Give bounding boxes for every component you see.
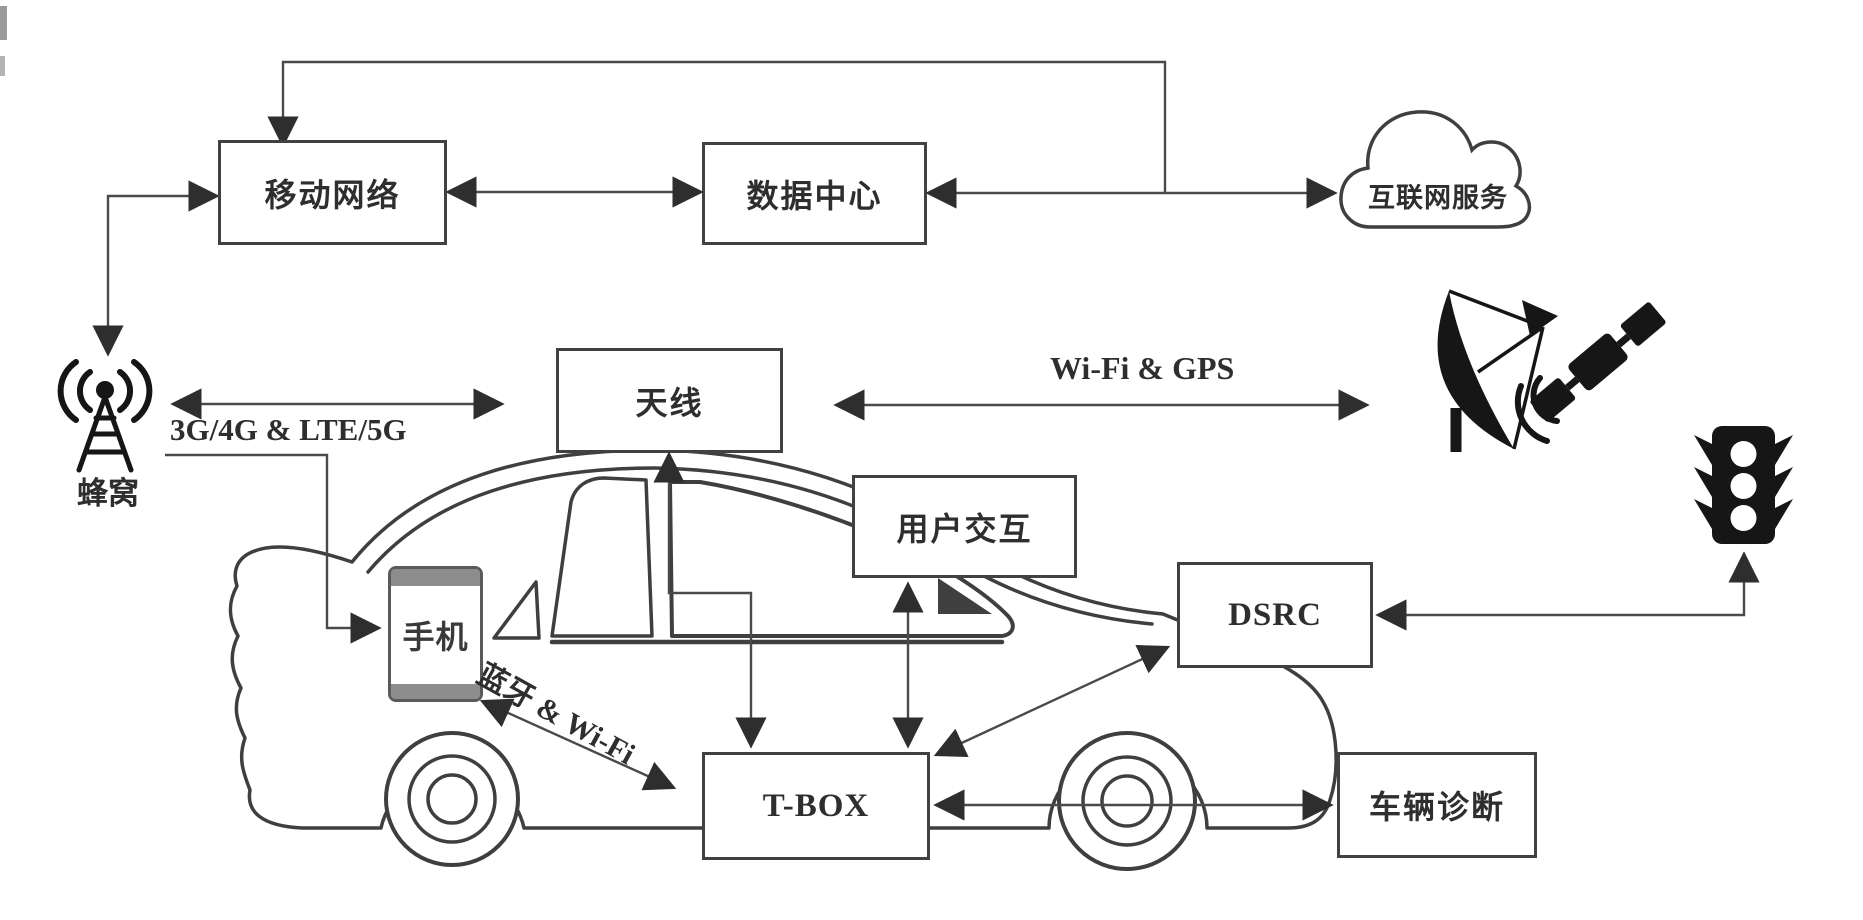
phone-bottom-cap [391, 684, 480, 699]
edge-dsrc-trafficlight [1375, 551, 1760, 631]
edge-feedback-loop [267, 60, 1167, 193]
node-antenna: 天线 [556, 348, 783, 453]
phone-top-cap [391, 569, 480, 586]
node-tbox: T-BOX [702, 752, 930, 860]
front-wheel [384, 731, 520, 867]
edge-antenna-tbox [653, 451, 767, 749]
link-label-wifi-gps: Wi-Fi & GPS [1050, 350, 1235, 386]
node-data-center: 数据中心 [702, 142, 927, 245]
phone-label: 手机 [402, 619, 469, 655]
cellular-label: 蜂窝 [77, 476, 139, 511]
node-vehicle-diagnostics: 车辆诊断 [1337, 752, 1537, 858]
cell-tower-icon [57, 359, 153, 473]
satellite-icon [1514, 302, 1666, 444]
satellite-dish-icon [1437, 289, 1558, 452]
smartphone-icon: 手机 [388, 566, 483, 702]
edge-phone-tbox [479, 698, 677, 791]
cloud-icon [1339, 110, 1532, 229]
connectors [92, 60, 1760, 821]
node-mobile-network: 移动网络 [218, 140, 447, 245]
rear-wheel [1057, 731, 1197, 871]
edge-tbox-dsrc [933, 645, 1171, 757]
scan-artifact [0, 6, 7, 40]
cloud-label: 互联网服务 [1368, 183, 1508, 213]
scan-artifact [0, 56, 5, 76]
node-user-interaction: 用户交互 [852, 475, 1077, 578]
edge-cellular-mobilenet [92, 180, 220, 357]
quarter-window [492, 580, 541, 640]
edge-cellular-phone [165, 453, 382, 644]
traffic-light-icon [1694, 426, 1793, 544]
window-corner-shade [938, 578, 992, 614]
front-window [550, 476, 654, 638]
link-label-3g4g: 3G/4G & LTE/5G [170, 412, 407, 447]
node-dsrc: DSRC [1177, 562, 1373, 668]
